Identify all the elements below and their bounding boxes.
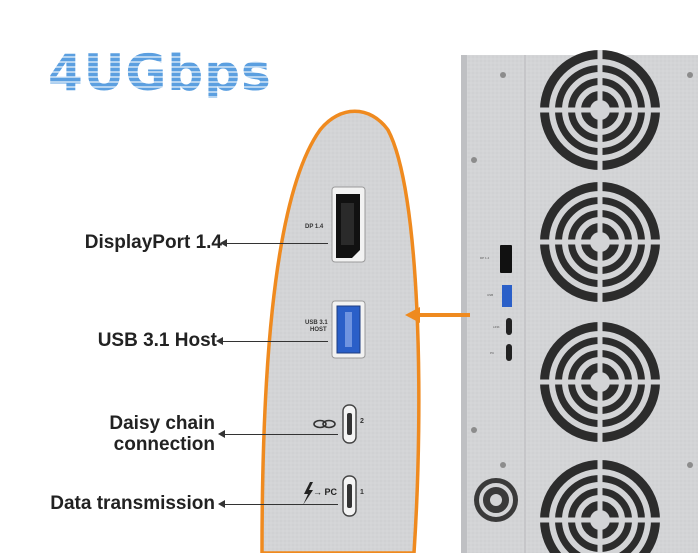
pointer-usb-host	[216, 337, 328, 345]
panel-label-usb: USB	[487, 293, 494, 297]
thunderbolt-icon	[303, 482, 313, 505]
engraving-pc: → PC	[313, 487, 338, 497]
pointer-daisy-chain	[218, 430, 338, 438]
engraving-dp: DP 1.4	[305, 224, 324, 230]
panel-ports	[500, 245, 512, 361]
engraving-data-number: 1	[360, 489, 364, 496]
label-data-transmission: Data transmission	[50, 493, 215, 514]
label-daisy-chain-line1: Daisy chain	[109, 413, 215, 434]
engraving-daisy-number: 2	[360, 418, 364, 425]
usb-connector	[331, 300, 366, 359]
panel-label-pc: PC	[490, 351, 495, 355]
pointer-displayport	[220, 239, 328, 247]
engraving-usb-line1: USB 3.1	[305, 320, 328, 326]
fan-icon	[474, 50, 660, 553]
arrow-left-icon	[405, 307, 470, 323]
label-daisy-chain-line2: connection	[113, 434, 215, 455]
daisy-chain-port	[342, 404, 357, 444]
panel-label-link: LINK	[493, 325, 500, 329]
displayport-connector	[331, 186, 366, 263]
label-displayport: DisplayPort 1.4	[84, 232, 222, 253]
link-icon	[313, 419, 336, 429]
pointer-data-transmission	[218, 500, 338, 508]
panel-label-dp: DP 1.4	[480, 256, 490, 260]
data-transmission-port	[342, 475, 357, 517]
label-usb-host: USB 3.1 Host	[97, 330, 217, 351]
engraving-usb-line2: HOST	[310, 327, 327, 333]
